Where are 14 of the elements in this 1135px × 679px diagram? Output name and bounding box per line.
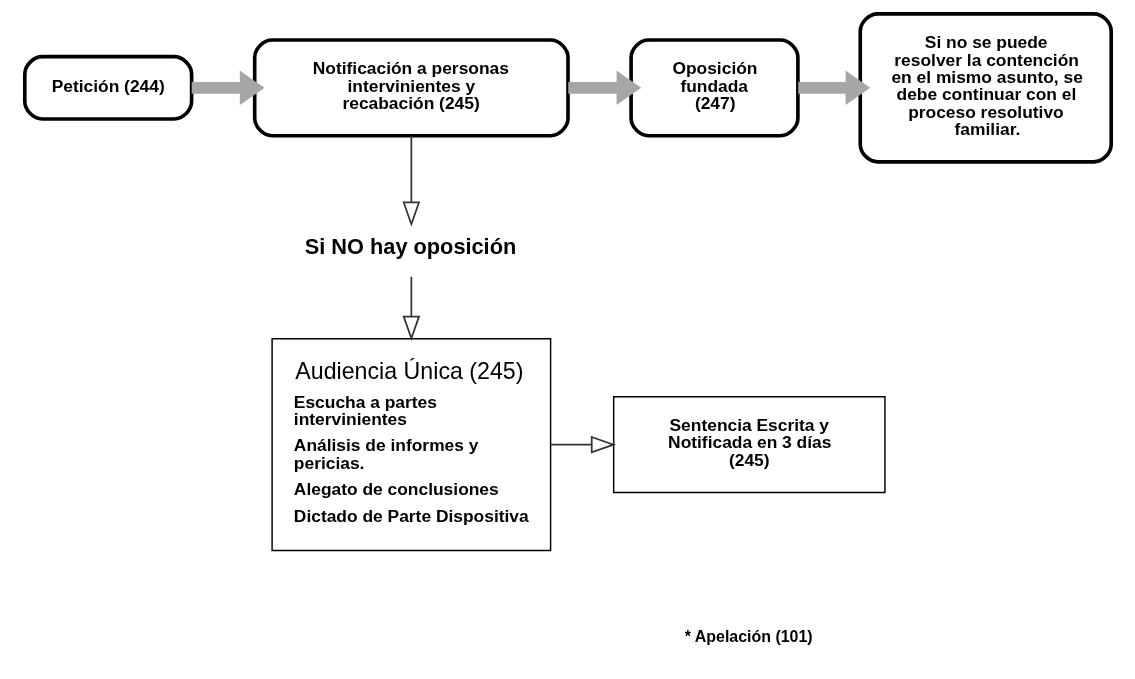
node-box: Notificación a personas intervinientes y recabación (245) bbox=[252, 38, 570, 138]
arrow bbox=[191, 70, 264, 106]
arrow bbox=[567, 70, 641, 106]
node-box: Oposición fundada (247) bbox=[628, 38, 800, 138]
arrow bbox=[402, 135, 420, 227]
node-text: Si NO hay oposición bbox=[304, 233, 516, 259]
label: * Apelación (101) bbox=[684, 627, 813, 645]
node-box: Si no se puede resolver la contención en el mismo asunto, se debe continuar con el proceso resolutivo familiar. bbox=[857, 12, 1113, 164]
arrow bbox=[797, 70, 870, 106]
node-box: Petición (244) bbox=[22, 54, 193, 121]
node-box: Sentencia Escrita y Notificada en 3 días (245) bbox=[612, 396, 886, 494]
arrow bbox=[549, 435, 616, 454]
arrow bbox=[402, 275, 420, 341]
node-box: Audiencia Única (245) Escucha a partes intervinientes Análisis de informes y pericias. Alegato de conclusiones Dictado de Parte Dispositiva bbox=[270, 338, 551, 552]
